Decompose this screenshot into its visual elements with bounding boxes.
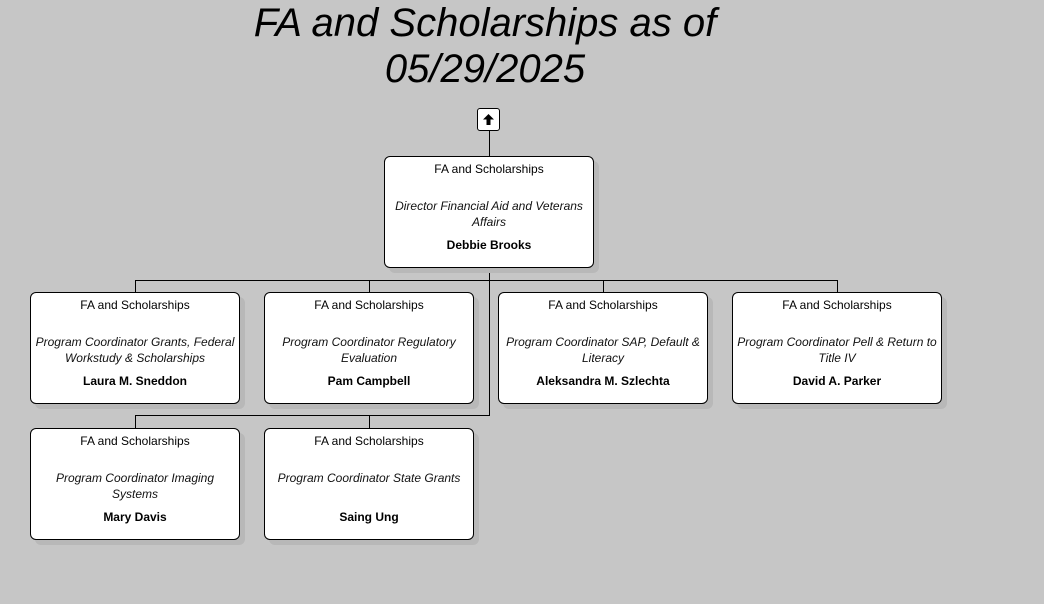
node-job-title: Program Coordinator Imaging Systems: [55, 471, 215, 501]
node-person-name: Saing Ung: [339, 510, 399, 524]
node-department: FA and Scholarships: [314, 298, 424, 312]
node-job-title: Program Coordinator Regulatory Evaluatio…: [282, 335, 456, 365]
org-node-report[interactable]: FA and Scholarships Program Coordinator …: [30, 428, 240, 540]
org-node-report[interactable]: FA and Scholarships Program Coordinator …: [30, 292, 240, 404]
connector-row1-drop-3: [603, 280, 604, 292]
node-job-title: Director Financial Aid and Veterans Affa…: [395, 199, 583, 229]
node-person-name: Debbie Brooks: [446, 238, 532, 252]
org-node-report[interactable]: FA and Scholarships Program Coordinator …: [264, 428, 474, 540]
chart-title: FA and Scholarships as of 05/29/2025: [240, 0, 730, 92]
chart-title-line1: FA and Scholarships as of: [253, 1, 717, 45]
org-node-report[interactable]: FA and Scholarships Program Coordinator …: [732, 292, 942, 404]
node-department: FA and Scholarships: [548, 298, 658, 312]
node-person-name: Mary Davis: [103, 510, 167, 524]
chart-title-date: 05/29/2025: [384, 47, 586, 91]
node-department: FA and Scholarships: [314, 434, 424, 448]
org-node-director[interactable]: FA and Scholarships Director Financial A…: [384, 156, 594, 268]
navigate-up-button[interactable]: [477, 108, 500, 131]
connector-row1-drop-4: [837, 280, 838, 292]
connector-row1-bus: [135, 280, 838, 281]
node-person-name: Laura M. Sneddon: [82, 374, 187, 388]
node-department: FA and Scholarships: [782, 298, 892, 312]
connector-row1-drop-2: [369, 280, 370, 292]
org-node-report[interactable]: FA and Scholarships Program Coordinator …: [498, 292, 708, 404]
node-department: FA and Scholarships: [80, 298, 190, 312]
node-job-title: Program Coordinator SAP, Default & Liter…: [506, 335, 700, 365]
connector-row2-bus: [135, 415, 490, 416]
node-person-name: David A. Parker: [792, 374, 882, 388]
node-job-title: Program Coordinator Grants, Federal Work…: [35, 335, 235, 365]
node-person-name: Pam Campbell: [327, 374, 411, 388]
org-node-report[interactable]: FA and Scholarships Program Coordinator …: [264, 292, 474, 404]
connector-up-to-root: [489, 131, 490, 156]
connector-row2-drop-2: [369, 415, 370, 428]
node-department: FA and Scholarships: [80, 434, 190, 448]
connector-row2-drop-1: [135, 415, 136, 428]
node-job-title: Program Coordinator Pell & Return to Tit…: [737, 335, 937, 365]
node-department: FA and Scholarships: [434, 162, 544, 176]
connector-row1-drop-1: [135, 280, 136, 292]
node-person-name: Aleksandra M. Szlechta: [536, 374, 670, 388]
arrow-up-icon: [483, 114, 494, 125]
node-job-title: Program Coordinator State Grants: [277, 471, 461, 485]
connector-root-trunk: [489, 267, 490, 415]
